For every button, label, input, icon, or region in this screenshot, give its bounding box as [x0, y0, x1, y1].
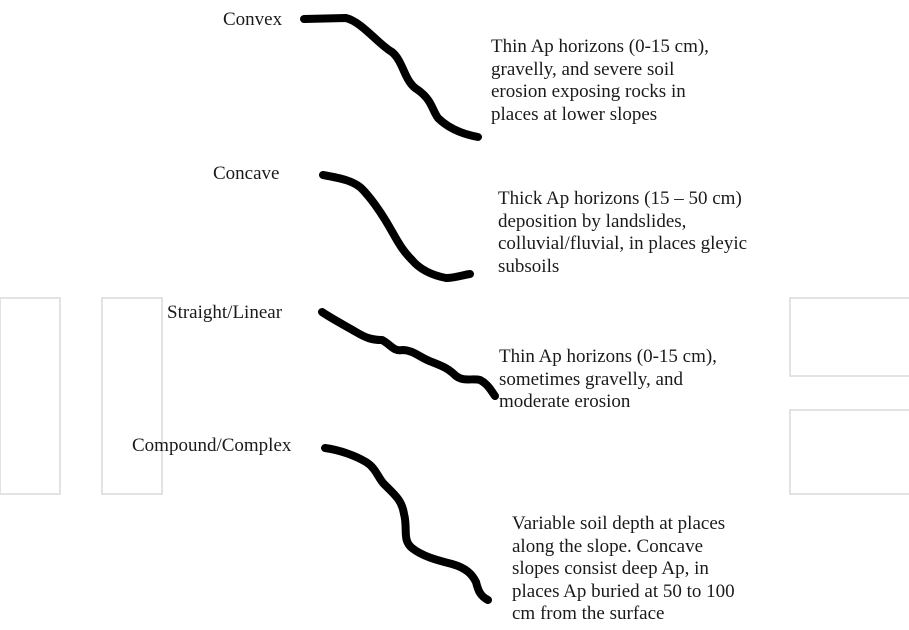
description-line: erosion exposing rocks in: [491, 81, 686, 102]
description-convex: Thin Ap horizons (0-15 cm), gravelly, an…: [491, 36, 709, 126]
label-straight-linear: Straight/Linear: [167, 302, 283, 323]
description-line: places at lower slopes: [491, 103, 658, 125]
description-line: colluvial/fluvial, in places gleyic: [498, 233, 748, 254]
straight-slope-curve: [318, 308, 499, 400]
description-line: Thin Ap horizons (0-15 cm),: [491, 36, 709, 57]
label-convex: Convex: [223, 9, 283, 30]
description-line: gravelly, and severe soil: [491, 58, 675, 80]
description-line: moderate erosion: [499, 391, 631, 412]
watermark-block-right-top: [789, 297, 909, 377]
watermark-block-right-bottom: [789, 409, 909, 495]
concave-slope-curve: [319, 171, 474, 282]
description-line: Thin Ap horizons (0-15 cm),: [499, 346, 717, 367]
description-line: places Ap buried at 50 to 100: [512, 580, 735, 602]
description-line: deposition by landslides,: [498, 210, 687, 232]
description-line: subsoils: [498, 255, 560, 277]
description-straight-linear: Thin Ap horizons (0-15 cm), sometimes gr…: [499, 346, 717, 414]
description-line: Variable soil depth at places: [512, 513, 726, 534]
description-line: along the slope. Concave: [512, 535, 704, 557]
label-concave: Concave: [213, 163, 280, 184]
watermark-block-left-2: [101, 297, 163, 495]
compound-slope-curve: [321, 444, 492, 604]
description-line: Thick Ap horizons (15 – 50 cm): [498, 188, 742, 209]
description-line: sometimes gravelly, and: [499, 368, 683, 390]
description-compound-complex: Variable soil depth at places along the …: [512, 513, 735, 626]
description-line: slopes consist deep Ap, in: [512, 558, 709, 579]
convex-slope-curve: [300, 14, 482, 141]
description-line: cm from the surface: [512, 603, 665, 624]
description-concave: Thick Ap horizons (15 – 50 cm) depositio…: [498, 188, 747, 278]
label-compound-complex: Compound/Complex: [132, 435, 292, 456]
watermark-block-left: [0, 297, 61, 495]
